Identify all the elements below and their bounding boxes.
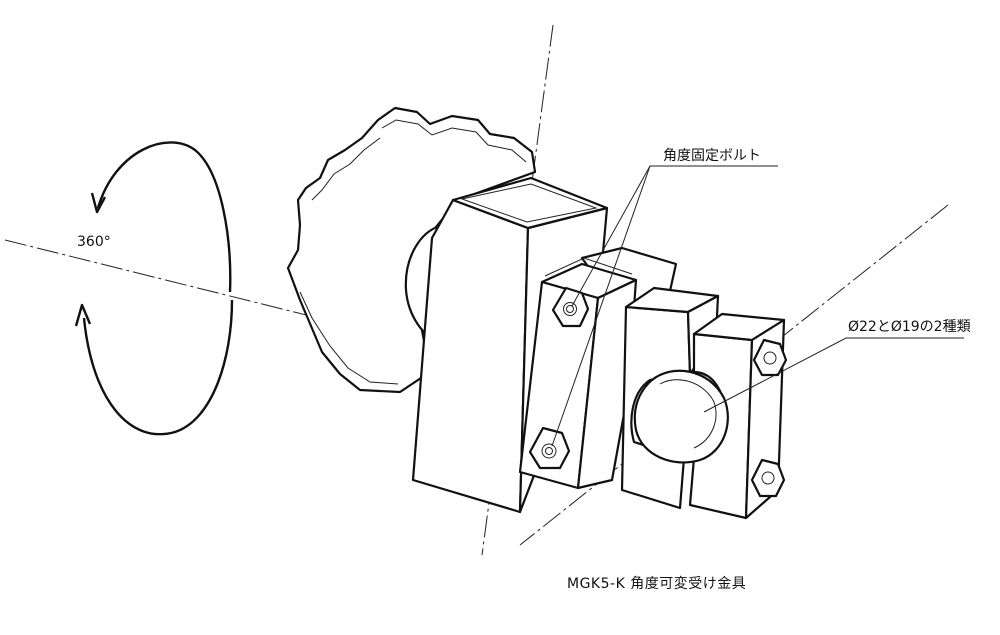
angle-bolt-upper <box>551 286 590 328</box>
rotation-arrow <box>74 141 234 436</box>
knob-inner-edge-left <box>311 137 381 201</box>
pipe-front-face <box>411 198 530 514</box>
pipe-inner-wall <box>460 183 598 223</box>
rotation-arrowhead-top <box>90 192 107 214</box>
star-knob <box>286 106 537 394</box>
leader-to-upper-bolt <box>571 165 651 307</box>
angle-bolt-lower <box>528 426 571 470</box>
clamp-bolt-lower <box>750 458 786 498</box>
pipe-bore-inner <box>659 379 717 449</box>
knob-lower-edge <box>299 291 399 385</box>
hex-nut-icon <box>752 338 788 377</box>
angle-block-edge <box>544 257 633 277</box>
caption: MGK5-K 角度可変受け金具 <box>567 575 746 592</box>
knob-inner-edge <box>381 119 527 163</box>
hex-nut-icon <box>750 458 786 498</box>
pipe-top-opening <box>451 176 609 230</box>
bolt-hole-icon <box>761 471 775 485</box>
pipe-bore <box>633 369 729 464</box>
rotation-arc-lower <box>82 299 234 436</box>
leader-to-lower-bolt <box>551 165 651 447</box>
bolt-hole-icon <box>541 443 557 459</box>
bolt-label: 角度固定ボルト <box>663 148 761 164</box>
pipe-clamp <box>620 286 786 520</box>
rotation-arrowhead-bottom <box>74 303 92 327</box>
pipe-size-leader <box>703 337 964 413</box>
bolt-hole-icon <box>763 351 777 365</box>
bolt-hole-inner <box>566 305 574 313</box>
clamp-bolt-upper <box>752 338 788 377</box>
angle-block-side <box>576 278 638 490</box>
hex-nut-icon <box>551 286 590 328</box>
bolt-hole-icon <box>563 302 577 316</box>
bolt-hole-inner <box>545 447 553 455</box>
rotation-label: 360° <box>77 234 111 250</box>
rotation-arc-upper <box>96 141 232 293</box>
pipe-size-label: Ø22とØ19の2種類 <box>848 319 971 335</box>
leader-lines <box>551 165 964 447</box>
